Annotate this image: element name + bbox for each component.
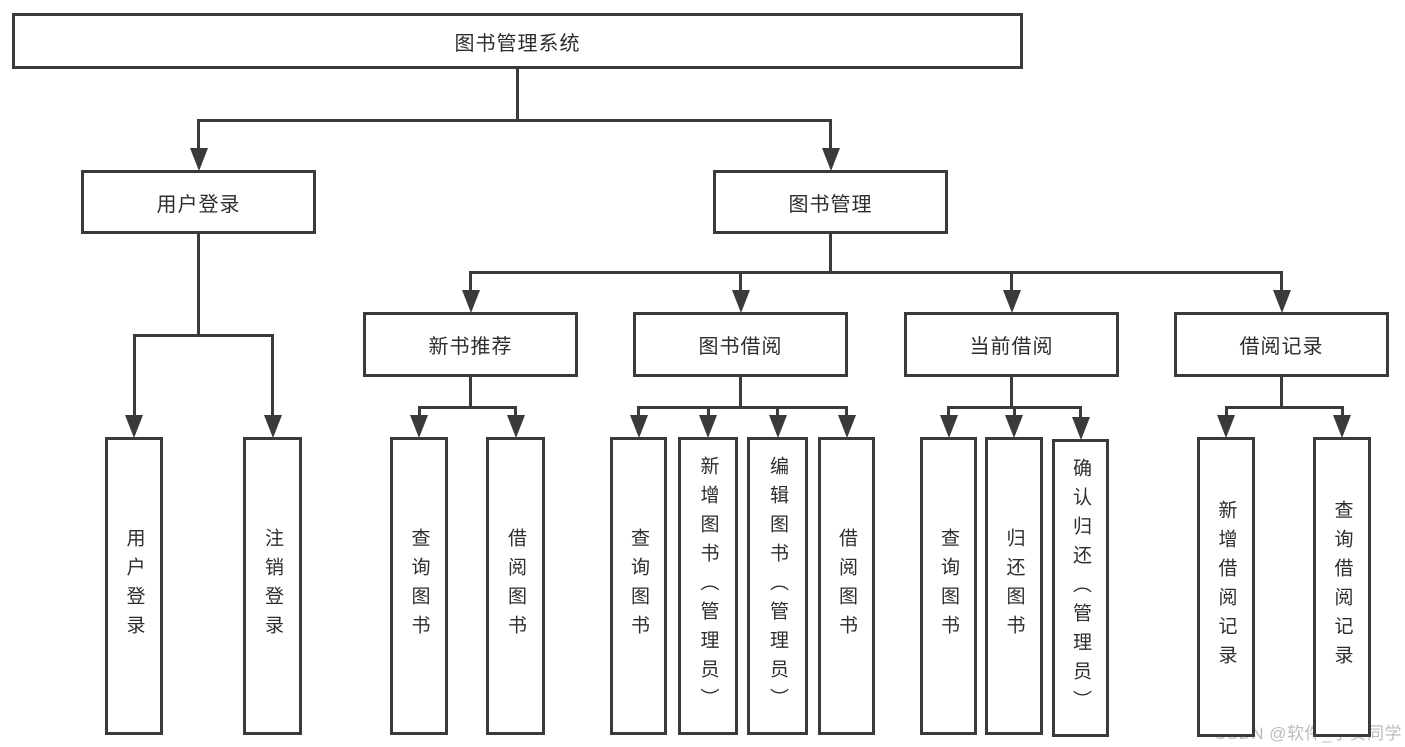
- connector-line: [516, 69, 519, 120]
- node-label-leaf-bor-edit: 编辑图书（管理员）: [767, 455, 788, 717]
- connector-line: [197, 120, 200, 152]
- node-root: 图书管理系统: [12, 13, 1023, 69]
- arrow-down-icon: [410, 415, 428, 438]
- arrow-down-icon: [506, 415, 525, 438]
- connector-line: [1280, 377, 1283, 407]
- connector-line: [1010, 377, 1013, 407]
- arrow-down-icon: [1002, 290, 1021, 313]
- arrow-down-icon: [939, 415, 958, 438]
- node-leaf-bor-query: 查询图书: [610, 437, 667, 735]
- node-label-leaf-cur-return: 归还图书: [1003, 528, 1025, 644]
- connector-line: [1079, 407, 1082, 421]
- connector-line: [1224, 407, 1228, 419]
- connector-line: [1012, 407, 1016, 419]
- connector-line: [1224, 405, 1344, 409]
- node-leaf-rec-borrow: 借阅图书: [486, 437, 545, 735]
- node-current: 当前借阅: [904, 312, 1119, 377]
- connector-line: [637, 407, 640, 419]
- connector-line: [776, 407, 779, 419]
- arrow-down-icon: [189, 148, 208, 171]
- node-leaf-bor-borrow: 借阅图书: [818, 437, 875, 735]
- node-leaf-cur-return: 归还图书: [985, 437, 1043, 735]
- connector-line: [706, 407, 710, 419]
- connector-line: [947, 407, 950, 419]
- node-label-leaf-cur-query: 查询图书: [938, 528, 959, 644]
- connector-line: [197, 234, 200, 335]
- arrow-down-icon: [1005, 415, 1023, 438]
- node-label-leaf-rec-query: 查询图书: [408, 528, 430, 644]
- connector-line: [739, 377, 742, 407]
- node-leaf-his-add: 新增借阅记录: [1197, 437, 1255, 737]
- connector-line: [829, 120, 832, 152]
- arrow-down-icon: [1071, 417, 1090, 440]
- connector-line: [417, 405, 517, 409]
- arrow-down-icon: [1272, 290, 1291, 313]
- node-leaf-bor-edit: 编辑图书（管理员）: [747, 437, 808, 735]
- connector-line: [845, 407, 848, 419]
- node-borrowing: 图书借阅: [633, 312, 848, 377]
- node-label-leaf-logout: 注销登录: [262, 528, 283, 644]
- node-leaf-user-login: 用户登录: [105, 437, 163, 735]
- arrow-down-icon: [699, 415, 717, 438]
- arrow-down-icon: [821, 148, 840, 171]
- node-mgmt: 图书管理: [713, 170, 948, 234]
- arrow-down-icon: [1333, 415, 1351, 438]
- connector-line: [637, 405, 848, 409]
- node-label-recommend: 新书推荐: [428, 336, 513, 358]
- connector-line: [739, 272, 742, 294]
- arrow-down-icon: [125, 415, 143, 438]
- node-label-leaf-cur-confirm: 确认归还（管理员）: [1070, 457, 1091, 719]
- node-leaf-cur-query: 查询图书: [920, 437, 977, 735]
- arrow-down-icon: [461, 290, 480, 313]
- arrow-down-icon: [1217, 415, 1235, 438]
- connector-line: [1010, 272, 1013, 294]
- node-label-login: 用户登录: [156, 193, 241, 216]
- node-label-leaf-rec-borrow: 借阅图书: [505, 528, 526, 644]
- arrow-down-icon: [263, 415, 282, 438]
- arrow-down-icon: [629, 415, 648, 438]
- node-label-root: 图书管理系统: [454, 32, 581, 55]
- connector-line: [829, 234, 832, 272]
- connector-line: [1340, 407, 1344, 419]
- node-label-leaf-bor-borrow: 借阅图书: [836, 528, 857, 644]
- connector-line: [132, 335, 136, 419]
- node-label-leaf-bor-add: 新增图书（管理员）: [697, 455, 719, 717]
- connector-line: [469, 377, 472, 407]
- node-leaf-his-query: 查询借阅记录: [1313, 437, 1371, 737]
- connector-line: [197, 118, 832, 122]
- node-login: 用户登录: [81, 170, 316, 234]
- arrow-down-icon: [768, 415, 787, 438]
- node-label-leaf-user-login: 用户登录: [123, 528, 145, 644]
- connector-line: [417, 407, 421, 419]
- connector-line: [469, 270, 1283, 274]
- node-history: 借阅记录: [1174, 312, 1389, 377]
- node-leaf-rec-query: 查询图书: [390, 437, 448, 735]
- node-label-mgmt: 图书管理: [788, 193, 873, 216]
- connector-line: [132, 333, 274, 337]
- node-leaf-cur-confirm: 确认归还（管理员）: [1052, 439, 1109, 737]
- node-recommend: 新书推荐: [363, 312, 578, 377]
- arrow-down-icon: [731, 290, 750, 313]
- node-label-leaf-bor-query: 查询图书: [628, 528, 649, 644]
- node-leaf-bor-add: 新增图书（管理员）: [678, 437, 738, 735]
- connector-line: [271, 335, 274, 419]
- node-label-history: 借阅记录: [1239, 336, 1324, 358]
- arrow-down-icon: [837, 415, 856, 438]
- node-label-current: 当前借阅: [969, 336, 1054, 358]
- node-label-leaf-his-add: 新增借阅记录: [1215, 500, 1237, 674]
- connector-line: [514, 407, 517, 419]
- node-leaf-logout: 注销登录: [243, 437, 302, 735]
- node-label-leaf-his-query: 查询借阅记录: [1331, 500, 1353, 674]
- connector-line: [469, 272, 472, 294]
- node-label-borrowing: 图书借阅: [698, 336, 783, 358]
- connector-line: [1280, 272, 1283, 294]
